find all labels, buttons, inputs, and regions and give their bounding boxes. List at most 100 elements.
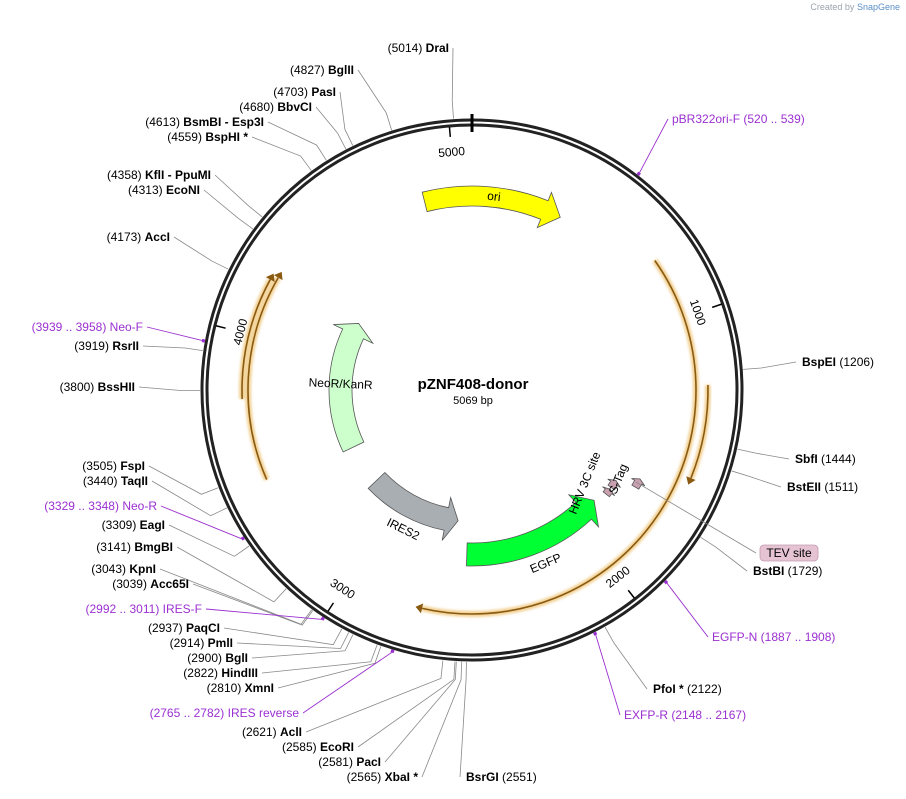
site-label[interactable]: (2900) BglI (187, 651, 248, 665)
site-xmni[interactable]: (2810) XmnI (207, 681, 274, 695)
primer-label[interactable]: pBR322ori-F (520 .. 539) (672, 112, 805, 126)
site-name: PasI (311, 85, 336, 99)
primer-name: EXFP-R (624, 708, 668, 722)
site-bsphi[interactable]: (4559) BspHI * (167, 130, 248, 144)
site-xbai[interactable]: (2565) XbaI * (347, 770, 419, 784)
site-label[interactable]: BstBI (1729) (753, 564, 822, 578)
primer-pbr322ori-f[interactable]: pBR322ori-F (520 .. 539) (672, 112, 805, 126)
site-label[interactable]: (3309) EagI (102, 518, 165, 532)
site-name: BstBI (753, 564, 784, 578)
primer-label[interactable]: EGFP-N (1887 .. 1908) (712, 630, 835, 644)
site-label[interactable]: (4613) BsmBI - Esp3I (145, 115, 264, 129)
orf-head (273, 271, 283, 281)
site-label[interactable]: BsrGI (2551) (466, 770, 537, 784)
site-label[interactable]: (4313) EcoNI (128, 183, 200, 197)
site-pfoi[interactable]: PfoI * (2122) (653, 682, 722, 696)
site-label[interactable]: (3505) FspI (82, 459, 145, 473)
site-econi[interactable]: (4313) EcoNI (128, 183, 200, 197)
site-label[interactable]: (4358) KflI - PpuMI (107, 168, 211, 182)
site-label[interactable]: (4827) BglII (290, 63, 354, 77)
site-hindiii[interactable]: (2822) HindIII (183, 666, 258, 680)
site-label[interactable]: (5014) DraI (388, 41, 449, 55)
site-label[interactable]: (3919) RsrII (74, 339, 139, 353)
site-label[interactable]: (2581) PacI (318, 755, 381, 769)
site-name: KflI - PpuMI (145, 168, 211, 182)
site-label[interactable]: (2937) PaqCI (148, 621, 220, 635)
tick-1000 (711, 303, 722, 309)
site-position: (2810) (207, 681, 245, 695)
site-sbfi[interactable]: SbfI (1444) (795, 452, 856, 466)
primer-label[interactable]: (3329 .. 3348) Neo-R (44, 499, 157, 513)
site-bsshii[interactable]: (3800) BssHII (60, 380, 135, 394)
site-name: BglII (328, 63, 354, 77)
site-bbvci[interactable]: (4680) BbvCI (239, 100, 312, 114)
site-label[interactable]: SbfI (1444) (795, 452, 856, 466)
site-label[interactable]: (3440) TaqII (83, 474, 148, 488)
primer-neo-r[interactable]: (3329 .. 3348) Neo-R (44, 499, 157, 513)
site-label[interactable]: (4680) BbvCI (239, 100, 312, 114)
site-label[interactable]: BspEI (1206) (802, 355, 874, 369)
feature-arrow-s-tag[interactable] (607, 478, 621, 491)
site-pasi[interactable]: (4703) PasI (273, 85, 336, 99)
site-label[interactable]: (2822) HindIII (183, 666, 258, 680)
site-label[interactable]: (2914) PmlI (170, 636, 233, 650)
site-bsteii[interactable]: BstEII (1511) (787, 480, 858, 494)
site-leader-bbvci (315, 106, 347, 150)
site-label[interactable]: BstEII (1511) (787, 480, 858, 494)
site-label[interactable]: (2621) AclI (242, 725, 302, 739)
primer-exfp-r[interactable]: EXFP-R (2148 .. 2167) (624, 708, 746, 722)
site-label[interactable]: (4173) AccI (107, 230, 170, 244)
site-acci[interactable]: (4173) AccI (107, 230, 170, 244)
feature-arrow-ires2[interactable] (367, 471, 459, 541)
site-pmli[interactable]: (2914) PmlI (170, 636, 233, 650)
site-acc65i[interactable]: (3039) Acc65I (112, 577, 189, 591)
site-acli[interactable]: (2621) AclI (242, 725, 302, 739)
site-bsrgi[interactable]: BsrGI (2551) (466, 770, 537, 784)
tev-site-label: TEV site (766, 546, 812, 560)
site-label[interactable]: (2565) XbaI * (347, 770, 419, 784)
site-drai[interactable]: (5014) DraI (388, 41, 449, 55)
site-label[interactable]: (2810) XmnI (207, 681, 274, 695)
site-bsmbi-esp3i[interactable]: (4613) BsmBI - Esp3I (145, 115, 264, 129)
site-kfli-ppumi[interactable]: (4358) KflI - PpuMI (107, 168, 211, 182)
feature-arrow-egfp[interactable] (466, 494, 600, 567)
site-bgli[interactable]: (2900) BglI (187, 651, 248, 665)
feature-arrow-tev-site[interactable] (631, 478, 646, 490)
site-paqci[interactable]: (2937) PaqCI (148, 621, 220, 635)
site-paci[interactable]: (2581) PacI (318, 755, 381, 769)
site-rsrii[interactable]: (3919) RsrII (74, 339, 139, 353)
site-position: (4680) (239, 100, 277, 114)
feature-arrow-hrv-3c-site[interactable] (602, 486, 615, 498)
primer-neo-f[interactable]: (3939 .. 3958) Neo-F (32, 320, 143, 334)
feature-arrow-ori[interactable] (421, 185, 561, 229)
site-label[interactable]: (3039) Acc65I (112, 577, 189, 591)
feature-arrow-neor-kanr[interactable] (328, 323, 375, 453)
site-label[interactable]: (3800) BssHII (60, 380, 135, 394)
site-bstbi[interactable]: BstBI (1729) (753, 564, 822, 578)
site-fspi[interactable]: (3505) FspI (82, 459, 145, 473)
site-label[interactable]: (2585) EcoRI (282, 740, 354, 754)
site-name: BspHI * (205, 130, 248, 144)
site-bglii[interactable]: (4827) BglII (290, 63, 354, 77)
site-leader-acc65i (192, 583, 314, 626)
site-ecori[interactable]: (2585) EcoRI (282, 740, 354, 754)
site-kpni[interactable]: (3043) KpnI (91, 562, 156, 576)
primer-label[interactable]: EXFP-R (2148 .. 2167) (624, 708, 746, 722)
primer-label[interactable]: (3939 .. 3958) Neo-F (32, 320, 143, 334)
site-eagi[interactable]: (3309) EagI (102, 518, 165, 532)
site-label[interactable]: PfoI * (2122) (653, 682, 722, 696)
site-label[interactable]: (3141) BmgBI (96, 540, 173, 554)
site-position: (2822) (183, 666, 221, 680)
site-bspei[interactable]: BspEI (1206) (802, 355, 874, 369)
site-label[interactable]: (3043) KpnI (91, 562, 156, 576)
primer-label[interactable]: (2992 .. 3011) IRES-F (85, 602, 202, 616)
site-label[interactable]: (4559) BspHI * (167, 130, 248, 144)
primer-egfp-n[interactable]: EGFP-N (1887 .. 1908) (712, 630, 835, 644)
site-bmgbi[interactable]: (3141) BmgBI (96, 540, 173, 554)
primer-label[interactable]: (2765 .. 2782) IRES reverse (150, 706, 300, 720)
primer-ires-reverse[interactable]: (2765 .. 2782) IRES reverse (150, 706, 300, 720)
primer-ires-f[interactable]: (2992 .. 3011) IRES-F (85, 602, 202, 616)
site-taqii[interactable]: (3440) TaqII (83, 474, 148, 488)
primer-range: (3329 .. 3348) (44, 499, 122, 513)
site-label[interactable]: (4703) PasI (273, 85, 336, 99)
